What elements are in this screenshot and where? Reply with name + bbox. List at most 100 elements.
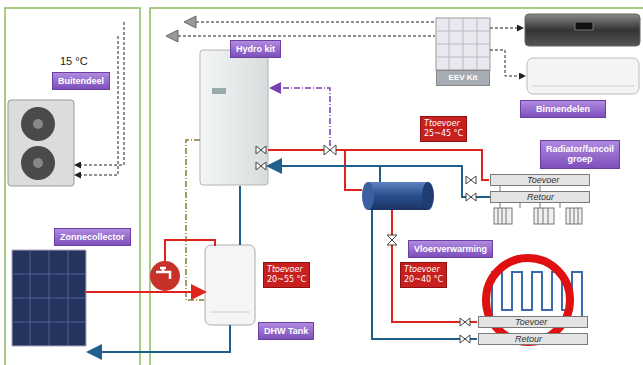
highlight-circle bbox=[486, 258, 570, 342]
eev-kit-box: EEV Kit bbox=[436, 70, 490, 86]
node-text: 20~55 °C bbox=[267, 275, 306, 285]
node-text: Radiator/fancoil groep bbox=[546, 144, 614, 165]
supply-pipe bbox=[86, 291, 203, 293]
outdoor-unit bbox=[33, 158, 43, 168]
valve-symbol bbox=[256, 162, 266, 170]
return-pipe bbox=[270, 166, 490, 197]
node-text: Vloerverwarming bbox=[414, 244, 487, 254]
node-text: 25~45 °C bbox=[424, 129, 463, 139]
control-line bbox=[186, 88, 330, 300]
solar-panel bbox=[12, 250, 86, 346]
refrigerant-line bbox=[196, 22, 435, 23]
eev-kit-grid bbox=[436, 18, 490, 70]
eev-kit-grid bbox=[436, 18, 490, 70]
node-text: Retour bbox=[527, 192, 585, 202]
valve-symbol bbox=[460, 318, 470, 326]
branch-triangle bbox=[166, 16, 196, 42]
indoor-unit bbox=[532, 86, 634, 87]
label-tag: DHW Tank bbox=[258, 322, 314, 340]
branch-triangle bbox=[166, 30, 178, 42]
hydro-unit bbox=[200, 50, 268, 185]
valve-symbol bbox=[324, 145, 336, 155]
outdoor-unit bbox=[21, 146, 55, 180]
valve-symbol bbox=[460, 335, 470, 343]
temperature-box: Ttoevoer25~45 °C bbox=[420, 116, 467, 142]
radiator-symbol bbox=[498, 208, 578, 224]
temperature-symbol: Ttoevoer bbox=[404, 265, 443, 275]
manifold-bar: Toevoer bbox=[490, 174, 590, 186]
temperature-label: 15 °C bbox=[60, 55, 88, 67]
valve-symbol bbox=[466, 193, 476, 201]
eev-kit-grid bbox=[436, 18, 490, 70]
refrigerant-line bbox=[490, 50, 524, 76]
refrigerant-line bbox=[76, 22, 524, 175]
control-line bbox=[272, 88, 330, 146]
label-tag: Zonnecollector bbox=[54, 228, 131, 246]
tap-icon bbox=[156, 268, 170, 279]
valve-symbol bbox=[466, 176, 476, 184]
return-pipe bbox=[90, 166, 490, 352]
temperature-symbol: Ttoevoer bbox=[424, 119, 463, 129]
return-pipe bbox=[239, 186, 241, 245]
label-tag: Vloerverwarming bbox=[408, 240, 493, 258]
supply-pipe bbox=[392, 210, 477, 322]
valve-symbol bbox=[387, 235, 397, 245]
supply-pipe bbox=[86, 150, 489, 322]
return-pipe bbox=[372, 210, 477, 339]
node-text: EEV Kit bbox=[439, 73, 487, 83]
solar-panel bbox=[12, 250, 86, 346]
refrigerant-line bbox=[178, 36, 435, 37]
node-text: Toevoer bbox=[527, 175, 585, 185]
label-tag: Buitendeel bbox=[52, 72, 110, 90]
frame-line bbox=[5, 8, 643, 365]
dhw-tank bbox=[205, 245, 255, 325]
temperature-box: Ttoevoer20~40 °C bbox=[400, 262, 447, 288]
outdoor-unit bbox=[33, 119, 43, 129]
node-text: Buitendeel bbox=[58, 76, 104, 86]
label-tag: Binnendelen bbox=[520, 100, 606, 118]
node-text: DHW Tank bbox=[264, 326, 308, 336]
return-pipe bbox=[90, 325, 230, 352]
solar-panel bbox=[12, 250, 86, 346]
refrigerant-line bbox=[490, 28, 522, 29]
buffer-tank bbox=[362, 182, 434, 210]
supply-pipe bbox=[345, 150, 362, 190]
label-tag: Hydro kit bbox=[230, 40, 281, 58]
tap-icon bbox=[150, 261, 180, 291]
node-text: Hydro kit bbox=[236, 44, 275, 54]
node-text: 20~40 °C bbox=[404, 275, 443, 285]
buffer-tank bbox=[362, 182, 374, 210]
outdoor-unit bbox=[8, 100, 74, 186]
indoor-unit bbox=[575, 22, 593, 30]
label-tag: Radiator/fancoil groep bbox=[540, 140, 620, 169]
manifold-bar: Retour bbox=[478, 333, 588, 345]
tap-icon bbox=[150, 261, 180, 291]
indoor-unit bbox=[525, 14, 640, 46]
hydro-unit bbox=[200, 50, 268, 185]
node-text: Binnendelen bbox=[526, 104, 600, 114]
highlight-circle bbox=[486, 258, 570, 342]
manifold-bar: Retour bbox=[490, 191, 590, 203]
node-text: Toevoer bbox=[515, 317, 583, 327]
manifold-bar: Toevoer bbox=[478, 316, 588, 328]
valve-symbol bbox=[256, 146, 266, 154]
dhw-tank bbox=[205, 245, 255, 325]
radiator-symbol bbox=[494, 208, 512, 224]
refrigerant-line bbox=[76, 22, 124, 165]
indoor-unit bbox=[525, 14, 640, 94]
temperature-symbol: Ttoevoer bbox=[267, 265, 306, 275]
indoor-unit bbox=[527, 58, 639, 94]
frame-line bbox=[5, 8, 643, 365]
dhw-tank bbox=[210, 312, 250, 313]
node-text: Zonnecollector bbox=[60, 232, 125, 242]
node-text: Retour bbox=[515, 334, 583, 344]
control-line bbox=[186, 140, 204, 300]
buffer-tank bbox=[368, 182, 428, 210]
temperature-box: Ttoevoer20~55 °C bbox=[263, 262, 310, 288]
outdoor-unit bbox=[21, 107, 55, 141]
return-pipe bbox=[379, 166, 381, 182]
radiator-symbol bbox=[534, 208, 554, 224]
branch-triangle bbox=[184, 16, 196, 28]
supply-pipe bbox=[165, 240, 215, 261]
